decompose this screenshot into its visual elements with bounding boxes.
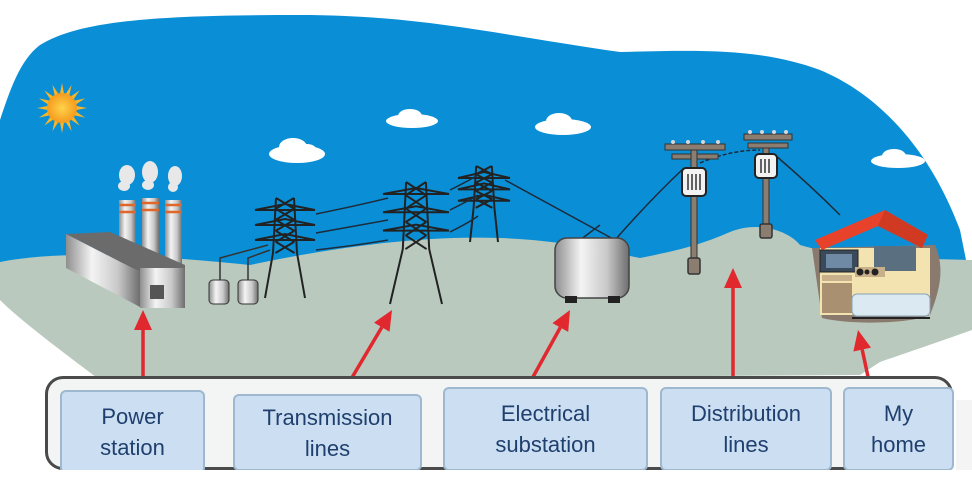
label-text-line1: Distribution xyxy=(690,401,802,426)
transmission-tower xyxy=(457,165,511,243)
sun-ray xyxy=(65,84,72,97)
sun-ray xyxy=(52,119,59,132)
sun-ray xyxy=(44,90,54,100)
label-text-line2: substation xyxy=(495,432,596,457)
sun-ray xyxy=(37,105,49,111)
sun-ray xyxy=(73,111,86,118)
sun-ray xyxy=(59,83,65,95)
red-arrow-icon xyxy=(724,268,742,386)
sun-ray xyxy=(44,116,54,126)
sun-ray xyxy=(70,116,80,126)
step-up-transformer-icon xyxy=(208,244,271,305)
power-station-icon xyxy=(66,161,185,308)
label-text-line2: lines xyxy=(723,432,769,457)
transmission-tower xyxy=(254,197,316,299)
sun-icon xyxy=(37,83,87,133)
sun-ray xyxy=(38,98,51,105)
sky xyxy=(0,15,972,300)
ground xyxy=(0,227,972,380)
label-transmission-lines[interactable]: Transmission lines xyxy=(233,394,422,471)
bottom-margin xyxy=(0,470,972,477)
sun-ray xyxy=(75,105,87,111)
label-text-line2: lines xyxy=(304,435,351,461)
label-text-line1: Transmission xyxy=(262,404,393,430)
house-icon xyxy=(812,210,941,323)
sun-ray xyxy=(65,119,72,132)
label-text-line1: Power xyxy=(101,404,164,429)
sun-ray xyxy=(52,84,59,97)
transmission-wires xyxy=(315,149,841,251)
label-text-line2: station xyxy=(100,435,165,460)
label-my-home[interactable]: My home xyxy=(843,387,954,471)
label-text-line1: Electrical xyxy=(500,401,591,426)
substation-transformer-icon xyxy=(554,237,630,303)
transmission-tower xyxy=(382,181,450,305)
pylon-icon xyxy=(254,165,511,305)
label-distribution-lines[interactable]: Distribution lines xyxy=(660,387,832,471)
sun-ray xyxy=(38,111,51,118)
sun-ray xyxy=(59,121,65,133)
label-power-station[interactable]: Power station xyxy=(60,390,205,474)
label-electrical-substation[interactable]: Electrical substation xyxy=(443,387,648,471)
utility-pole-icon xyxy=(664,130,793,275)
label-text-line1: My xyxy=(883,401,914,426)
sun-ray xyxy=(73,98,86,105)
label-text-line2: home xyxy=(870,432,927,457)
cloud-icon xyxy=(269,109,925,168)
tray-edge xyxy=(956,400,972,470)
sun-ray xyxy=(70,90,80,100)
